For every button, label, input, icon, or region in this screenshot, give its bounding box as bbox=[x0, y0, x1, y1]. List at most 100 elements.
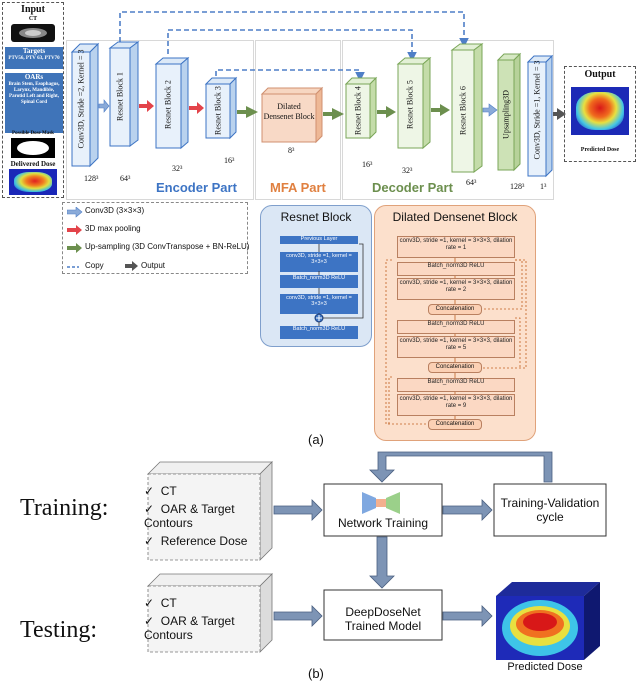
rb-previous-layer: Previous Layer bbox=[280, 236, 358, 244]
upsampling-block bbox=[496, 52, 522, 172]
resnet-block-title: Resnet Block bbox=[280, 210, 352, 224]
network-architecture bbox=[70, 11, 566, 178]
arrow-training-to-network bbox=[273, 499, 323, 521]
conv-arrow-1 bbox=[98, 99, 110, 113]
resnet-block-5 bbox=[396, 56, 432, 150]
network-training-box bbox=[323, 483, 443, 537]
oars-items: Brain Stem, Esophagus, Larynx, Mandible,… bbox=[8, 82, 60, 105]
output-title: Output bbox=[584, 69, 616, 80]
conv-first-block bbox=[70, 42, 100, 168]
rb-conv-1: conv3D, stride =1, kernel = 3×3×3 bbox=[280, 252, 358, 272]
training-item-2: ✓ OAR & Target Contours bbox=[144, 502, 235, 530]
upsample-arrow-1 bbox=[377, 106, 396, 118]
resnet2-label: Resnet Block 2 bbox=[163, 80, 173, 129]
input-title: Input bbox=[21, 4, 45, 15]
input-panel: Input CT Targets PTV56, PTV 63, PTV70 OA… bbox=[2, 2, 64, 198]
resnet-block-connectors bbox=[314, 243, 364, 326]
targets-title: Targets bbox=[22, 47, 46, 55]
maxpool-arrow-1 bbox=[139, 100, 154, 112]
legend-conv-icon bbox=[67, 207, 83, 218]
oars-title: OARs bbox=[24, 73, 44, 81]
testing-item-1: ✓ CT bbox=[144, 596, 177, 610]
conv-last-label: Conv3D, Stride =1, Kernel = 3 bbox=[532, 60, 542, 160]
delivered-dose-label: Delivered Dose bbox=[10, 160, 56, 168]
possible-dose-mask-label: Possible Dose Mask bbox=[12, 131, 54, 136]
output-arrow-1 bbox=[237, 106, 258, 118]
conv-arrow-2 bbox=[482, 103, 498, 117]
resnet-block-4 bbox=[344, 76, 378, 140]
dd-conv-4: conv3D, stride =1, kernel = 3×3×3, dilat… bbox=[397, 394, 515, 416]
rb-bn-2: Batch_norm3D ReLU bbox=[280, 326, 358, 339]
testing-label: Testing: bbox=[20, 617, 97, 643]
dim-32b: 32³ bbox=[402, 166, 413, 175]
resnet-block-6 bbox=[450, 43, 484, 173]
legend-upsampling-label: Up-sampling (3D ConvTranspose + BN-ReLU) bbox=[85, 242, 250, 251]
dd-bn-2: Batch_norm3D ReLU bbox=[397, 320, 515, 334]
training-validation-box bbox=[493, 483, 607, 537]
rb-bn-1: Batch_norm3D ReLU bbox=[280, 275, 358, 288]
legend-maxpool-label: 3D max pooling bbox=[85, 224, 141, 233]
dd-conv-3: conv3D, stride =1, kernel = 3×3×3, dilat… bbox=[397, 336, 515, 358]
encoder-region bbox=[66, 40, 254, 200]
dim-128b: 128³ bbox=[510, 182, 525, 191]
dilated-label: Dilated Densenet Block bbox=[263, 102, 315, 121]
resnet-block-3 bbox=[204, 76, 238, 140]
trained-model-label: DeepDoseNet Trained Model bbox=[344, 605, 422, 633]
dim-128a: 128³ bbox=[84, 174, 99, 183]
network-training-label: Network Training bbox=[337, 516, 429, 530]
training-label: Training: bbox=[20, 495, 109, 521]
dd-conv-1: conv3D, stride =1, kernel = 3×3×3, dilat… bbox=[397, 236, 515, 258]
upsample-arrow-2 bbox=[431, 104, 450, 116]
legend-copy-label: Copy bbox=[85, 261, 104, 270]
dose-mask-image bbox=[11, 138, 55, 158]
copy-connection-2 bbox=[167, 29, 417, 62]
legend-conv-label: Conv3D (3×3×3) bbox=[85, 206, 145, 215]
conv-first-label: Conv3D, Stride =2, Kernel = 3 bbox=[76, 49, 86, 149]
training-item-1: ✓ CT bbox=[144, 484, 177, 498]
upsampling-label: Upsampling3D bbox=[501, 90, 511, 139]
decoder-region bbox=[342, 40, 554, 200]
dd-concat-2: Concatenation bbox=[428, 362, 482, 373]
predicted-dose-cube bbox=[496, 582, 600, 660]
legend: Conv3D (3×3×3) 3D max pooling Up-samplin… bbox=[62, 202, 250, 274]
arrow-cycle-back bbox=[369, 451, 553, 483]
arrow-testing-to-model bbox=[273, 605, 323, 627]
testing-input-box bbox=[147, 573, 273, 653]
resnet-block-1 bbox=[108, 41, 140, 147]
caption-b: (b) bbox=[308, 666, 324, 681]
resnet4-label: Resnet Block 4 bbox=[353, 86, 363, 135]
dd-concat-1: Concatenation bbox=[428, 304, 482, 315]
dd-conv-2: conv3D, stride =1, kernel = 3×3×3, dilat… bbox=[397, 278, 515, 300]
copy-connection-1 bbox=[119, 11, 469, 48]
workflow-predicted-dose-label: Predicted Dose bbox=[507, 661, 583, 673]
maxpool-arrow-2 bbox=[189, 102, 204, 114]
delivered-dose-image bbox=[9, 169, 57, 195]
legend-output-icon bbox=[125, 261, 138, 271]
dim-64b: 64³ bbox=[466, 178, 477, 187]
conv-last-block bbox=[526, 54, 554, 178]
predicted-dose-image bbox=[571, 87, 629, 135]
dim-16a: 16³ bbox=[224, 156, 235, 165]
encoder-part-label: Encoder Part bbox=[156, 180, 237, 195]
resnet3-label: Resnet Block 3 bbox=[213, 86, 223, 135]
copy-connection-3 bbox=[215, 69, 365, 82]
rb-conv-2: conv3D, stride =1, kernel = 3×3×3 bbox=[280, 294, 358, 314]
dilated-block-connectors bbox=[385, 258, 527, 425]
legend-output-label: Output bbox=[141, 261, 166, 270]
legend-upsampling-icon bbox=[67, 243, 82, 253]
dim-1: 1³ bbox=[540, 182, 547, 191]
ct-image bbox=[11, 24, 55, 42]
resnet5-label: Resnet Block 5 bbox=[405, 80, 415, 129]
arrow-network-to-validation bbox=[442, 499, 493, 521]
dim-64a: 64³ bbox=[120, 174, 131, 183]
caption-a: (a) bbox=[308, 432, 324, 447]
workflow-diagram bbox=[147, 451, 607, 660]
testing-item-2: ✓ OAR & Target Contours bbox=[144, 614, 235, 642]
output-arrow-2 bbox=[323, 108, 344, 120]
dilated-block-title: Dilated Densenet Block bbox=[392, 210, 518, 224]
mfa-part-label: MFA Part bbox=[270, 180, 326, 195]
resnet1-label: Resnet Block 1 bbox=[115, 72, 125, 121]
dim-32a: 32³ bbox=[172, 164, 183, 173]
resnet-block-2 bbox=[154, 56, 190, 150]
resnet6-label: Resnet Block 6 bbox=[458, 86, 468, 135]
